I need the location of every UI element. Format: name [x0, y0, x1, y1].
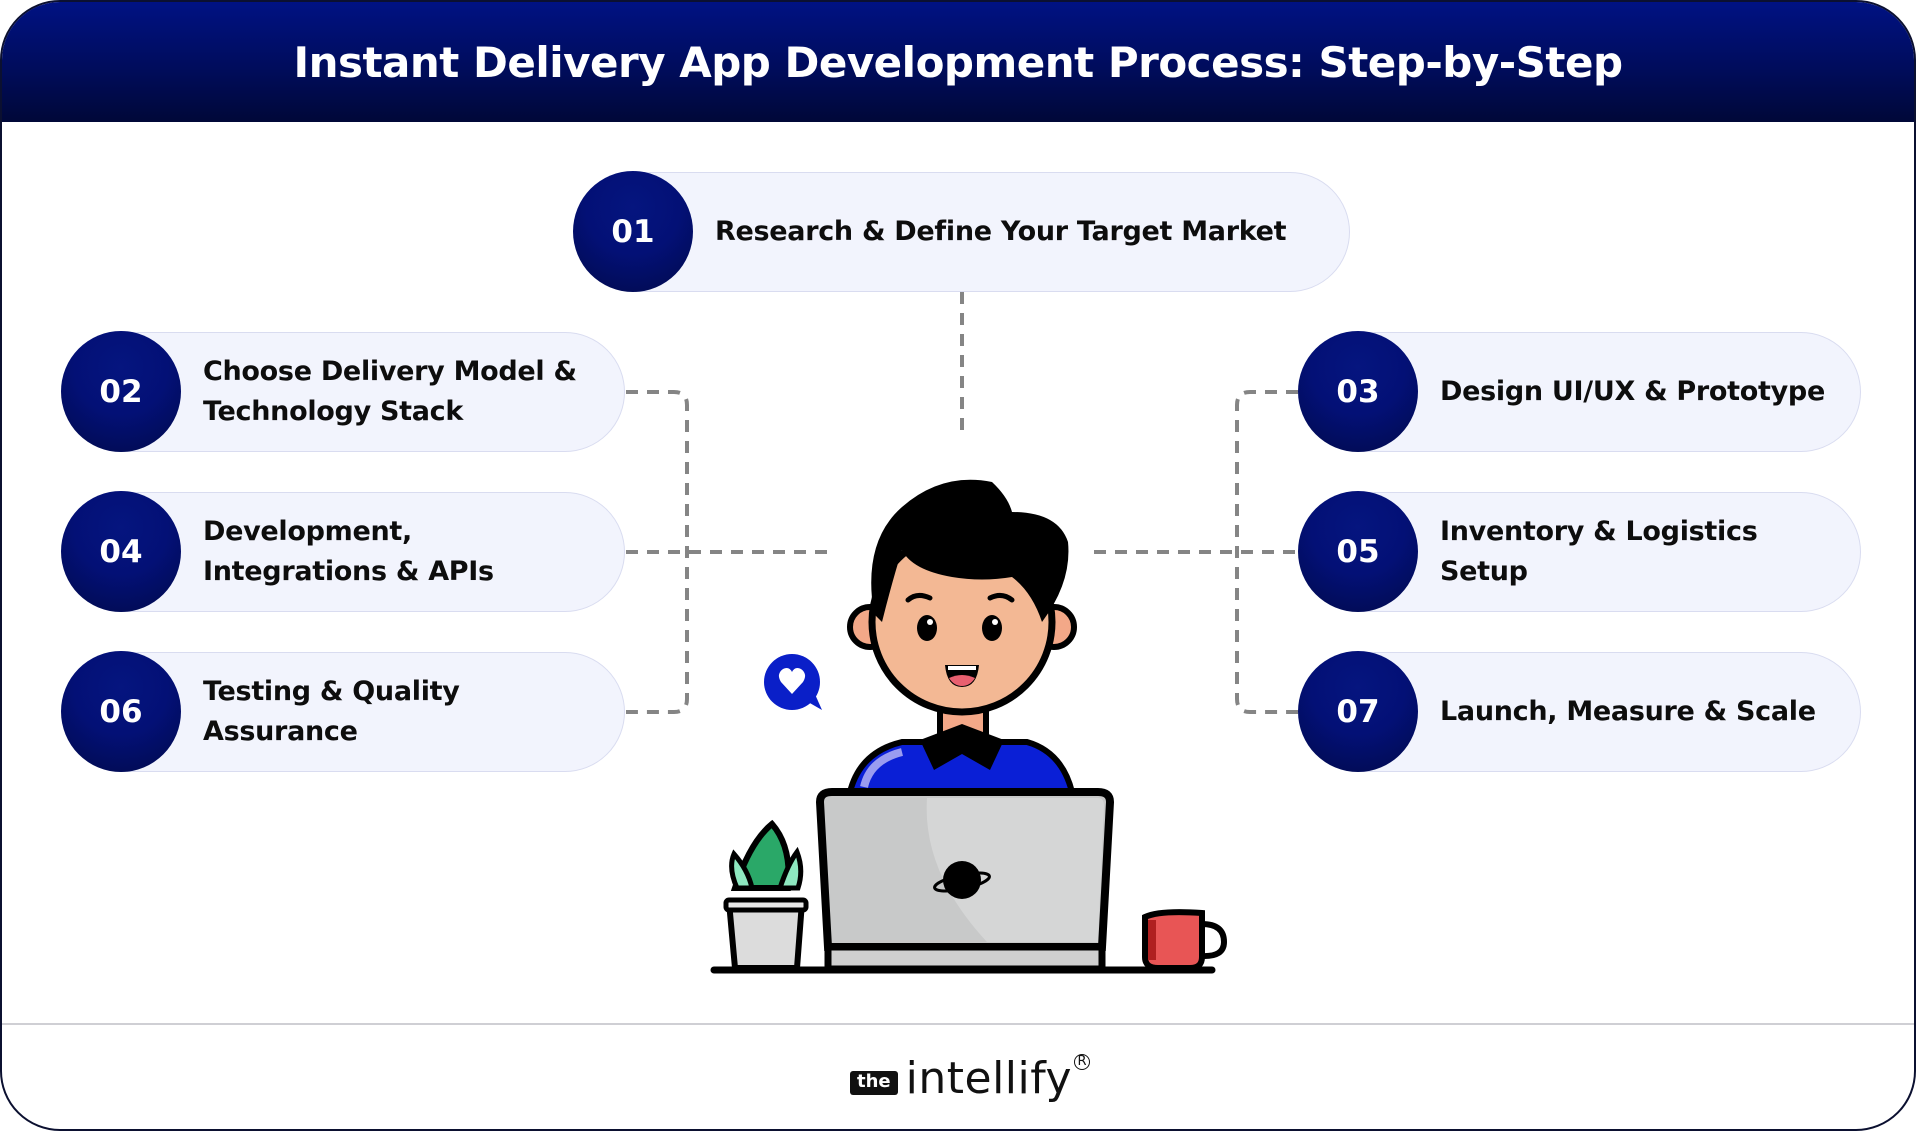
- step-07-pill: 07 Launch, Measure & Scale: [1298, 651, 1861, 772]
- logo-prefix: the: [850, 1071, 898, 1095]
- page-title: Instant Delivery App Development Process…: [293, 37, 1623, 87]
- step-number-badge: 04: [61, 491, 181, 612]
- step-04-pill: 04 Development, Integrations & APIs: [61, 491, 625, 612]
- heart-bubble-icon: [764, 654, 822, 710]
- step-03-pill: 03 Design UI/UX & Prototype: [1298, 331, 1861, 452]
- logo-name: intellify: [905, 1052, 1073, 1104]
- step-label: Development, Integrations & APIs: [203, 516, 494, 587]
- coffee-mug: [1142, 909, 1228, 971]
- step-number-badge: 02: [61, 331, 181, 452]
- step-label: Design UI/UX & Prototype: [1440, 376, 1825, 407]
- step-06-pill: 06 Testing & Quality Assurance: [61, 651, 625, 772]
- step-05-pill: 05 Inventory & Logistics Setup: [1298, 491, 1861, 612]
- character-head: [847, 479, 1077, 716]
- laptop: [815, 788, 1115, 973]
- step-label: Choose Delivery Model & Technology Stack: [203, 356, 577, 427]
- step-number-badge: 03: [1298, 331, 1418, 452]
- step-label: Inventory & Logistics Setup: [1440, 516, 1758, 587]
- step-number-badge: 01: [573, 171, 693, 292]
- step-label: Launch, Measure & Scale: [1440, 696, 1816, 727]
- step-number-badge: 06: [61, 651, 181, 772]
- step-label: Research & Define Your Target Market: [715, 216, 1287, 247]
- step-number-badge: 05: [1298, 491, 1418, 612]
- footer-divider: [2, 1023, 1914, 1025]
- registered-mark-icon: R: [1074, 1054, 1091, 1070]
- character-body: [846, 705, 1076, 795]
- step-02-pill: 02 Choose Delivery Model & Technology St…: [61, 331, 625, 452]
- plant-pot: [723, 819, 809, 971]
- step-number-badge: 07: [1298, 651, 1418, 772]
- brand-logo: the intellify R: [850, 1050, 1091, 1106]
- step-01-pill: 01 Research & Define Your Target Market: [573, 171, 1350, 292]
- header-banner: Instant Delivery App Development Process…: [2, 2, 1914, 122]
- step-label: Testing & Quality Assurance: [203, 676, 460, 747]
